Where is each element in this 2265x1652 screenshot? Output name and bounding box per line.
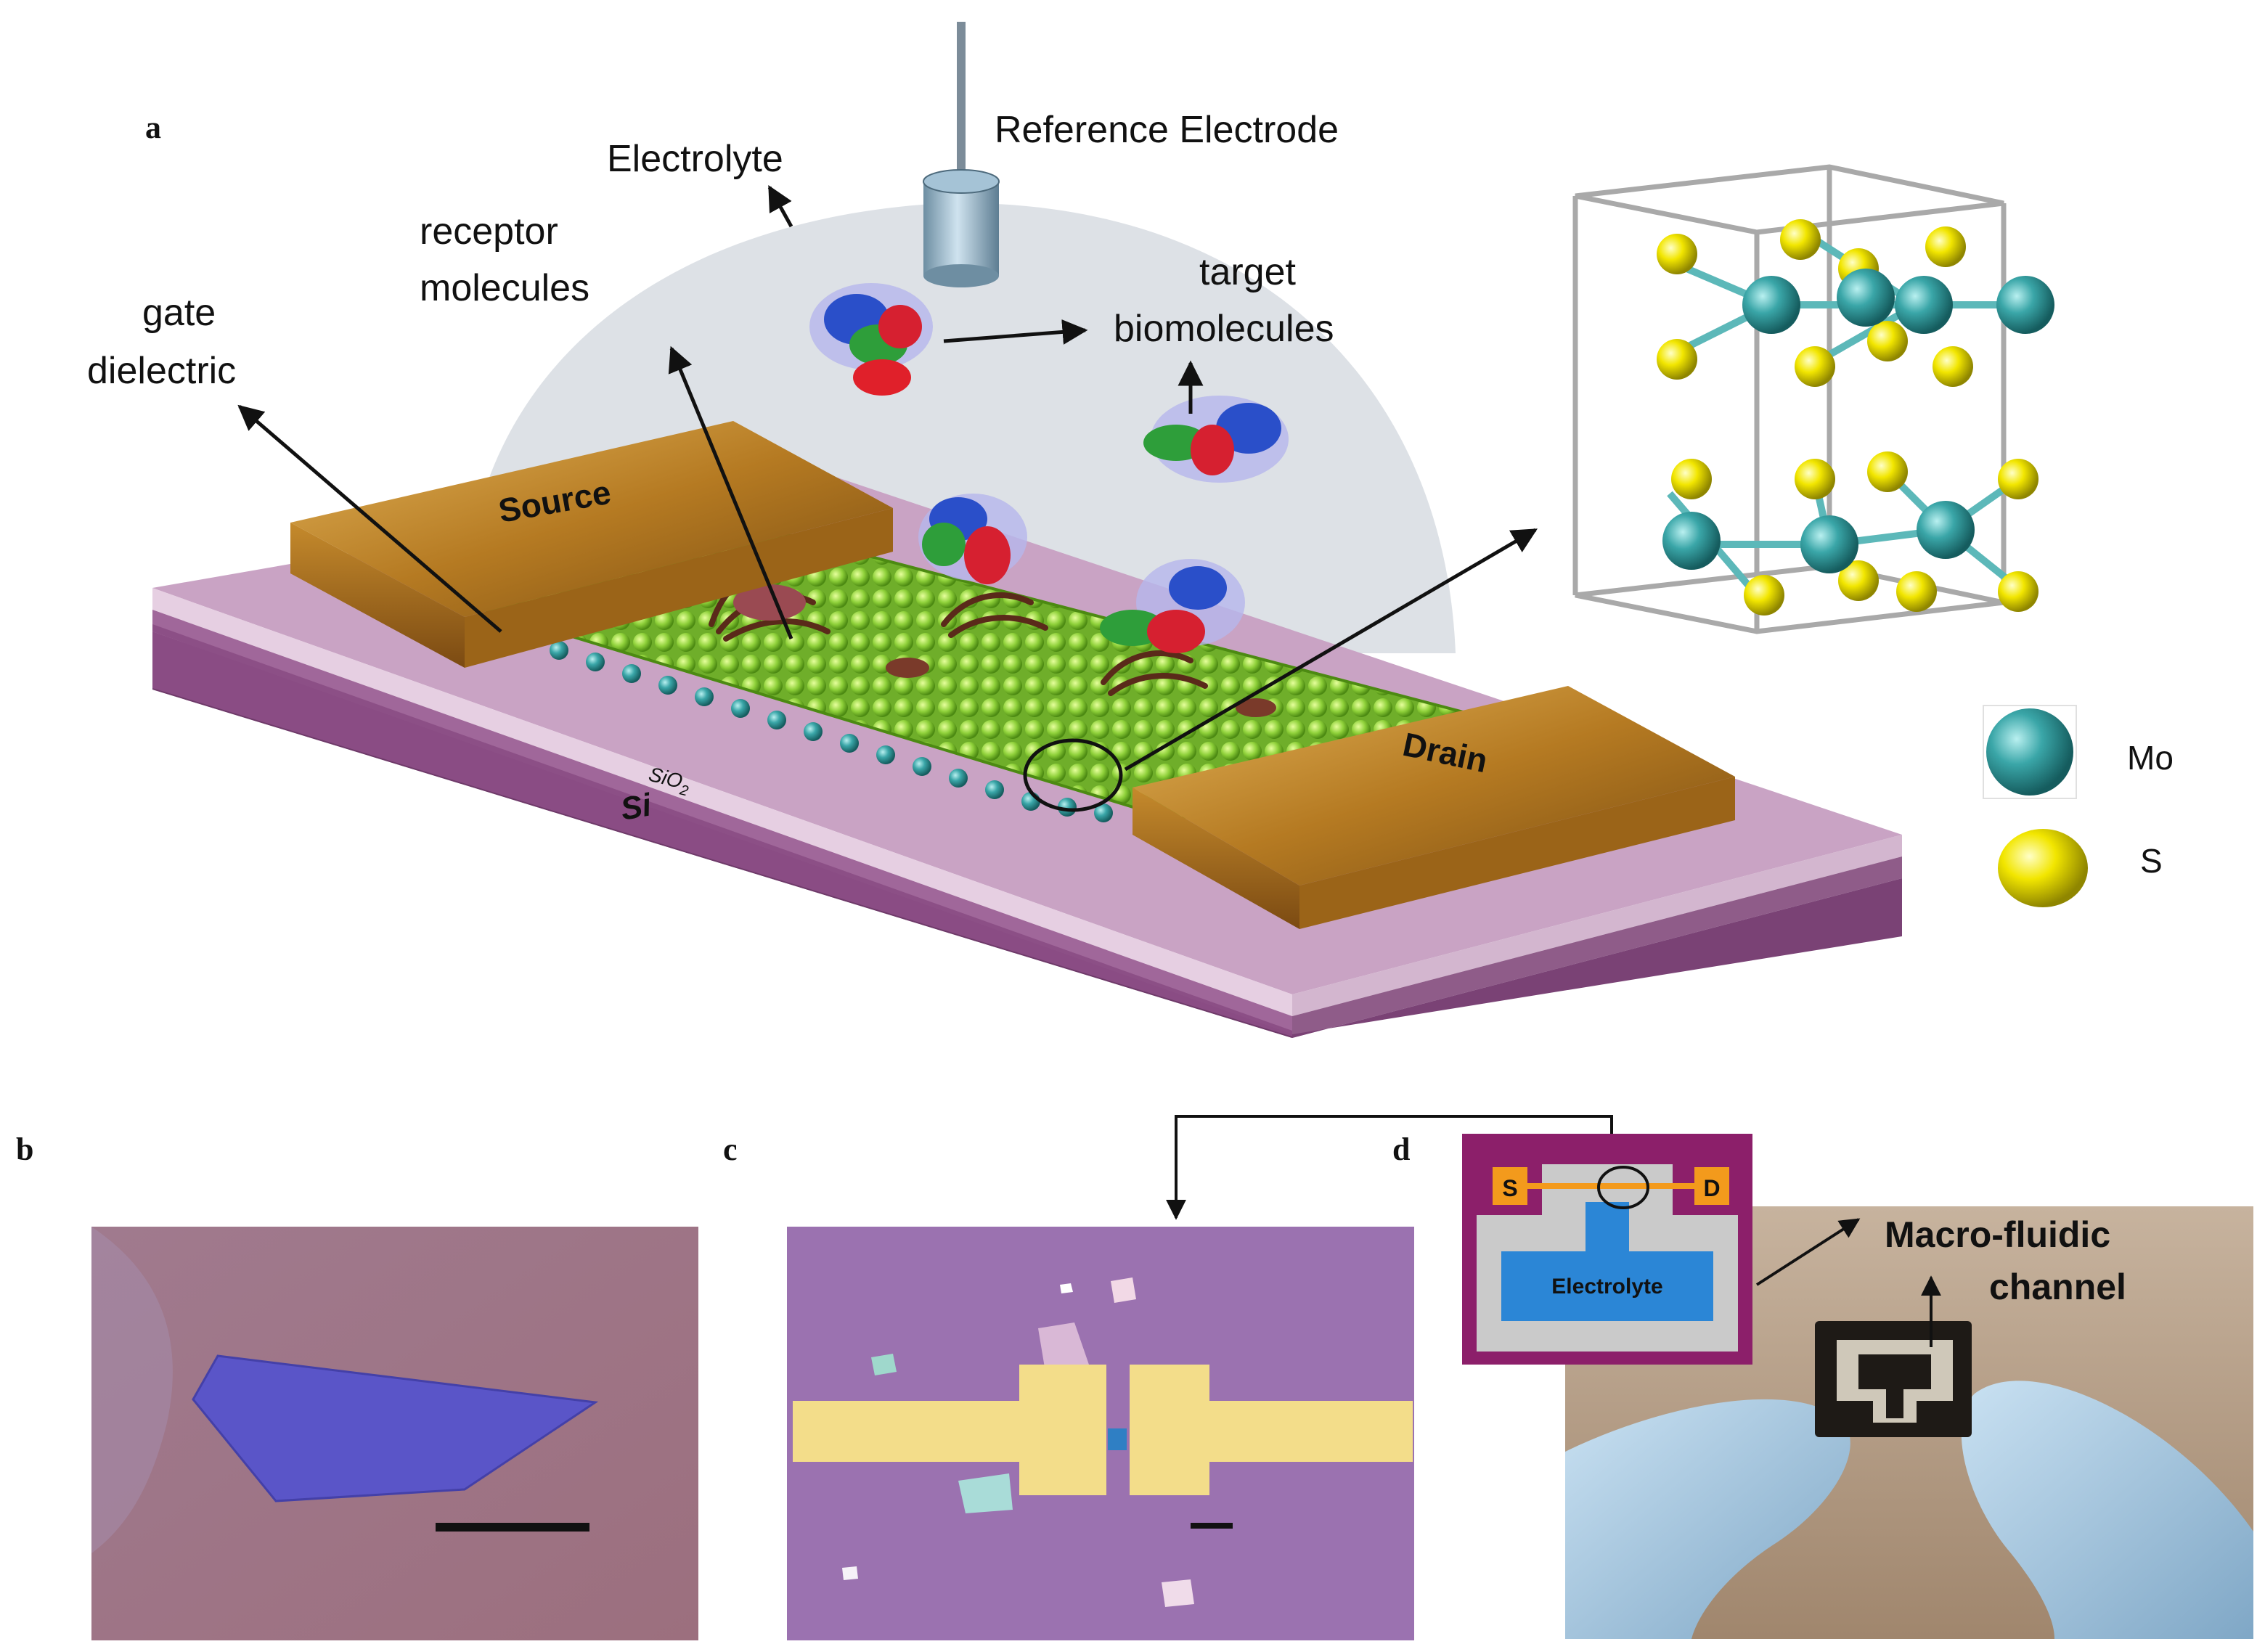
panel-d-letter: d <box>1392 1132 1410 1167</box>
panel-a-letter: a <box>145 110 161 145</box>
reference-electrode-label: Reference Electrode <box>995 109 1339 151</box>
panel-c-source-finger <box>1019 1365 1106 1495</box>
zoom-circle <box>1023 738 1123 812</box>
s-legend-atom <box>1998 829 2088 907</box>
receptor-arrow <box>668 345 793 639</box>
atom-legend: Mo S <box>1983 705 2174 907</box>
panel-c-letter: c <box>723 1132 738 1167</box>
receptor-label-line1: receptor <box>420 210 558 253</box>
receptor-molecules <box>709 568 1276 717</box>
panel-b: b <box>16 1132 698 1640</box>
mo-legend-swatch-box <box>1983 705 2077 799</box>
si-label: Si <box>618 787 654 827</box>
macro-fluidic-label-line1: Macro-fluidic <box>1885 1214 2110 1255</box>
mos2-crystal-structure <box>1572 164 2054 634</box>
mo-legend-atom <box>1986 708 2073 796</box>
panel-c-source-pad <box>793 1401 1032 1462</box>
sio2-sub: 2 <box>677 782 690 799</box>
schematic-d-label: D <box>1703 1175 1720 1201</box>
target-label-line1: target <box>1199 251 1297 293</box>
mo-legend-label: Mo <box>2127 739 2174 777</box>
schematic-to-photo-arrow <box>1755 1218 1861 1286</box>
schematic-electrolyte-label: Electrolyte <box>1551 1275 1662 1299</box>
panel-d-schematic: S D Electrolyte <box>1462 1134 1752 1365</box>
gate-label-line1: gate <box>142 292 216 334</box>
drain-contact: Drain <box>1132 686 1735 929</box>
zoom-arrow <box>1124 528 1538 772</box>
target-label-line2: biomolecules <box>1114 308 1334 350</box>
schematic-electrolyte-region <box>1501 1202 1713 1321</box>
panel-c: c <box>723 1115 1613 1640</box>
schematic-s-d-trace <box>1527 1183 1694 1189</box>
protein-bound-1 <box>918 494 1027 584</box>
target-biomolecules <box>809 283 1289 653</box>
gate-arrow <box>237 404 502 633</box>
panel-c-electrodes <box>793 1365 1413 1495</box>
left-gloved-thumb <box>1565 1399 1850 1639</box>
fluidic-chip <box>1815 1321 1972 1437</box>
schematic-s-pad <box>1493 1167 1527 1205</box>
schematic-d-pad <box>1694 1167 1729 1205</box>
right-gloved-thumb <box>1961 1381 2253 1639</box>
annotation-arrows <box>237 184 1538 812</box>
s-atoms <box>1657 219 2038 616</box>
electrolyte-label: Electrolyte <box>607 138 783 180</box>
receptor-label-line2: molecules <box>420 267 589 309</box>
source-contact: Source <box>290 421 893 668</box>
reference-electrode <box>923 22 1000 287</box>
s-legend-label: S <box>2140 842 2163 880</box>
panel-d: d S D Electrolyte Macro-fluidic channel <box>1392 1132 2253 1639</box>
protein-free-1 <box>809 283 933 396</box>
mo-atoms <box>1662 269 2054 573</box>
panel-c-flakes <box>842 1277 1194 1607</box>
macro-fluidic-label-line2: channel <box>1989 1267 2126 1307</box>
gate-label-line2: dielectric <box>87 350 236 392</box>
target-arrow <box>943 319 1088 345</box>
panel-b-letter: b <box>16 1132 33 1167</box>
panel-c-channel-flake <box>1108 1428 1127 1450</box>
panel-c-drain-pad <box>1198 1401 1413 1462</box>
panel-c-drain-finger <box>1130 1365 1209 1495</box>
protein-free-2 <box>1143 396 1289 483</box>
schematic-s-label: S <box>1502 1175 1517 1201</box>
electrolyte-arrow <box>767 184 793 228</box>
panel-c-scale-bar <box>1191 1523 1233 1529</box>
protein-bound-2 <box>1100 559 1245 653</box>
mos2-flake <box>192 1354 599 1502</box>
panel-a: a <box>87 22 2174 1038</box>
panel-b-scale-bar <box>436 1523 589 1532</box>
schematic-zoom-circle <box>1597 1166 1649 1209</box>
panel-b-haze <box>91 1227 173 1553</box>
